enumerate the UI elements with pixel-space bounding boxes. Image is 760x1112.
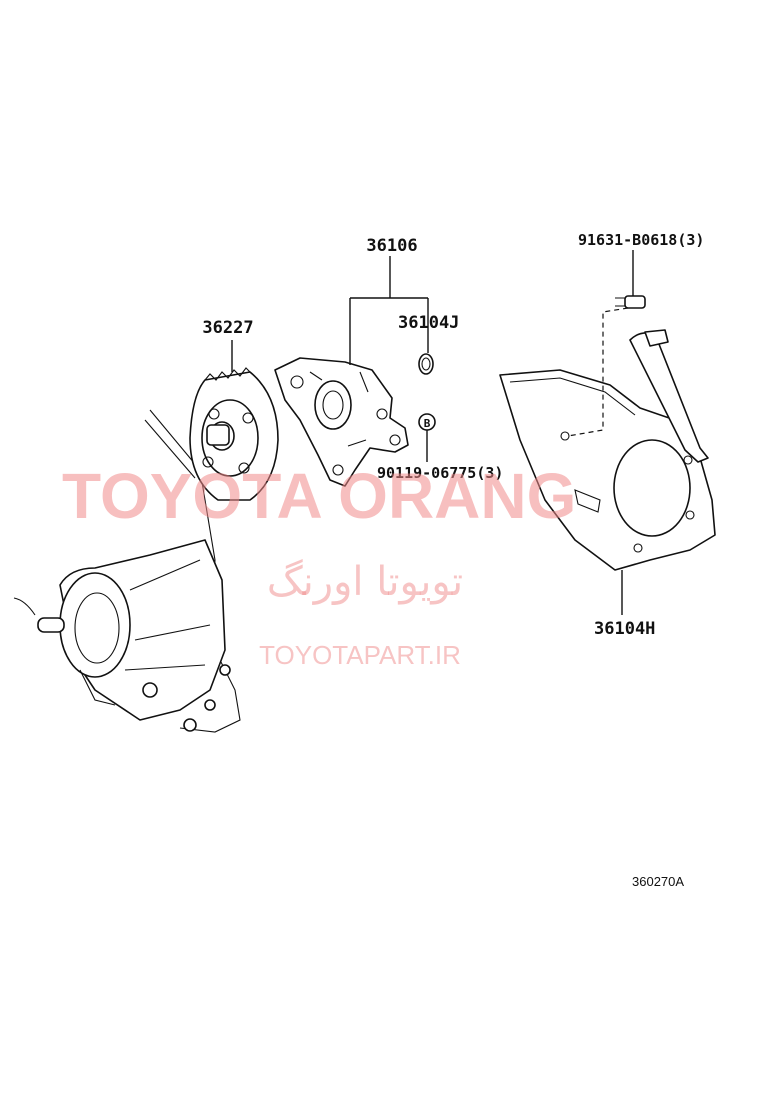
diagram-code: 360270A bbox=[632, 874, 684, 889]
label-90119-06775: 90119-06775(3) bbox=[377, 464, 503, 482]
label-91631-b0618: 91631-B0618(3) bbox=[578, 231, 704, 249]
o-ring bbox=[418, 353, 434, 375]
plug-bolt bbox=[615, 295, 646, 309]
drive-gear bbox=[189, 367, 279, 501]
cover-plate bbox=[499, 329, 716, 571]
watermark-persian: تویوتا اورنگ bbox=[267, 559, 463, 605]
oil-pump-body bbox=[274, 357, 409, 487]
bolt-marker-letter: B bbox=[424, 417, 431, 430]
watermark-site: TOYOTAPART.IR bbox=[259, 640, 461, 670]
leader-lines bbox=[231, 250, 634, 615]
label-36227: 36227 bbox=[202, 318, 253, 338]
bolt-marker: B bbox=[418, 413, 436, 431]
label-36104h: 36104H bbox=[594, 619, 655, 639]
transfer-case-housing bbox=[13, 409, 241, 733]
label-36104j: 36104J bbox=[398, 313, 459, 333]
watermark-brand: TOYOTA ORANG bbox=[62, 460, 576, 532]
label-36106: 36106 bbox=[366, 236, 417, 256]
